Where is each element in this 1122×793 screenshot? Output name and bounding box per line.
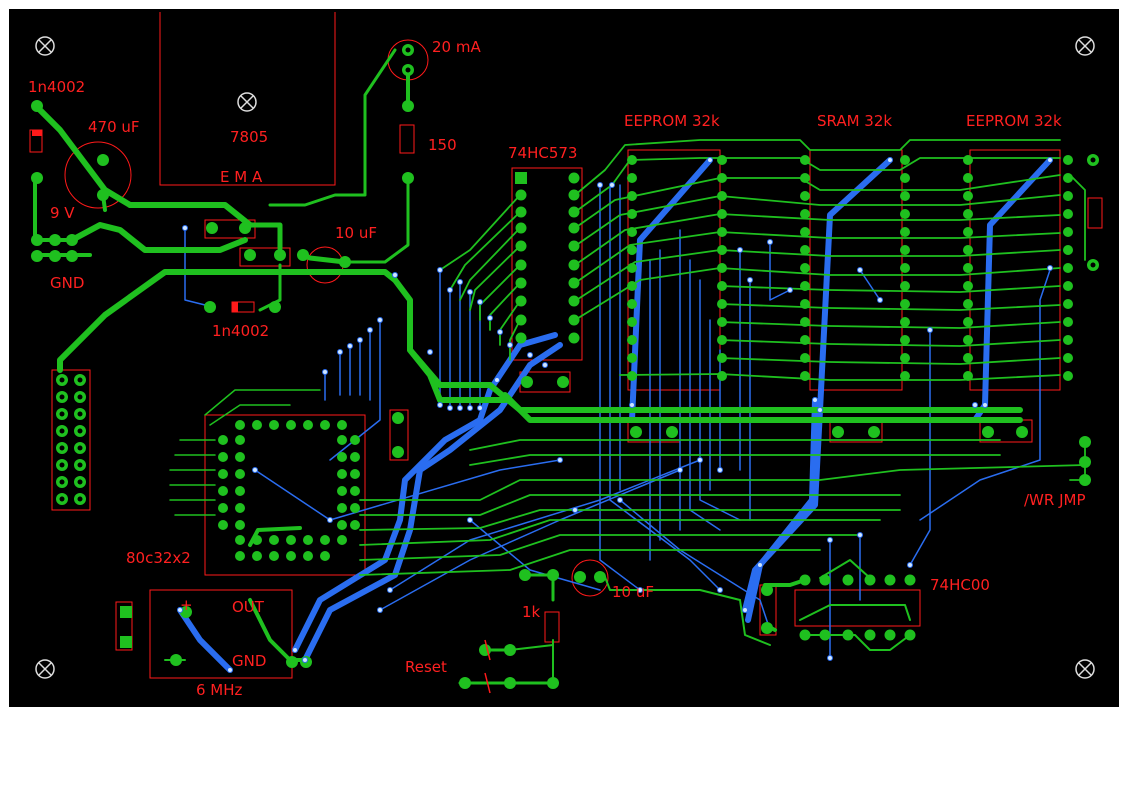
label-diode2: 1n4002 [212, 322, 269, 340]
label-resistor-150: 150 [428, 136, 457, 154]
label-gnd-power: GND [50, 274, 84, 292]
label-wr-jumper: /WR JMP [1024, 491, 1086, 509]
label-nand: 74HC00 [930, 576, 990, 594]
label-eeprom1: EEPROM 32k [624, 112, 720, 130]
label-ema: E M A [220, 168, 263, 186]
label-gnd-osc: GND [232, 652, 266, 670]
label-cap-10uf-2: 10 uF [612, 583, 654, 601]
label-crystal: 6 MHz [196, 681, 243, 699]
diode-icon [32, 130, 255, 313]
silkscreen-labels: 1n4002 470 uF 9 V GND 7805 E M A 1n4002 … [28, 38, 1086, 699]
label-mcu: 80c32x2 [126, 549, 191, 567]
label-diode1: 1n4002 [28, 78, 85, 96]
label-regulator: 7805 [230, 128, 268, 146]
label-osc-plus: + [180, 596, 193, 614]
drill-holes [59, 47, 1096, 502]
label-out: OUT [232, 598, 265, 616]
label-reset: Reset [405, 658, 447, 676]
label-latch: 74HC573 [508, 144, 577, 162]
label-led-current: 20 mA [432, 38, 481, 56]
label-resistor-1k: 1k [522, 603, 541, 621]
vias [177, 157, 1053, 673]
silkscreen-outlines [29, 12, 1103, 679]
component-pads [31, 44, 1099, 689]
label-cap-470: 470 uF [88, 118, 140, 136]
label-cap-10uf: 10 uF [335, 224, 377, 242]
label-sram: SRAM 32k [817, 112, 892, 130]
mounting-hole-icon [35, 36, 1095, 679]
label-battery: 9 V [50, 204, 75, 222]
label-eeprom2: EEPROM 32k [966, 112, 1062, 130]
board-outline [7, 7, 1121, 709]
switch-icon [484, 639, 491, 694]
